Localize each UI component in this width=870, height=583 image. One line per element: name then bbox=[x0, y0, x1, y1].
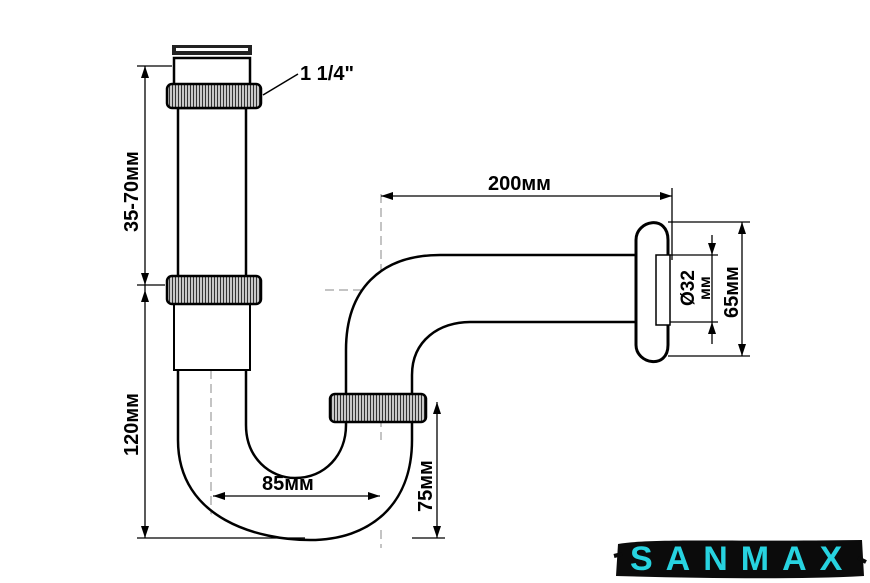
nut-outlet bbox=[328, 392, 428, 424]
trap-outer-curve bbox=[176, 308, 414, 542]
trap-lower-tube bbox=[173, 299, 251, 371]
flange-height-label: 65мм bbox=[721, 266, 743, 318]
tailpiece-range-label: 35-70мм bbox=[121, 151, 143, 232]
thread-size-label: 1 1/4" bbox=[300, 63, 354, 85]
logo-brush-background bbox=[613, 540, 867, 579]
nut-top bbox=[165, 82, 263, 110]
trap-width-label: 85мм bbox=[262, 473, 314, 495]
brand-logo: SANMAX bbox=[612, 536, 868, 582]
dimension-arrows bbox=[141, 66, 746, 538]
outlet-length-label: 200мм bbox=[488, 173, 551, 195]
outlet-bend bbox=[344, 253, 638, 398]
thread-leader-line bbox=[262, 73, 299, 96]
brand-name: SANMAX bbox=[630, 540, 856, 578]
outlet-diameter-value: Ø32 bbox=[678, 270, 699, 306]
seal-depth-label: 75мм bbox=[415, 460, 437, 512]
waste-plug bbox=[172, 45, 252, 55]
outlet-diameter-unit: мм bbox=[697, 276, 714, 300]
flange-collar bbox=[655, 254, 671, 326]
trap-j-bend bbox=[144, 300, 412, 574]
nut-middle bbox=[165, 274, 263, 306]
trap-height-label: 120мм bbox=[121, 393, 143, 456]
trap-inner-curve bbox=[244, 308, 348, 480]
